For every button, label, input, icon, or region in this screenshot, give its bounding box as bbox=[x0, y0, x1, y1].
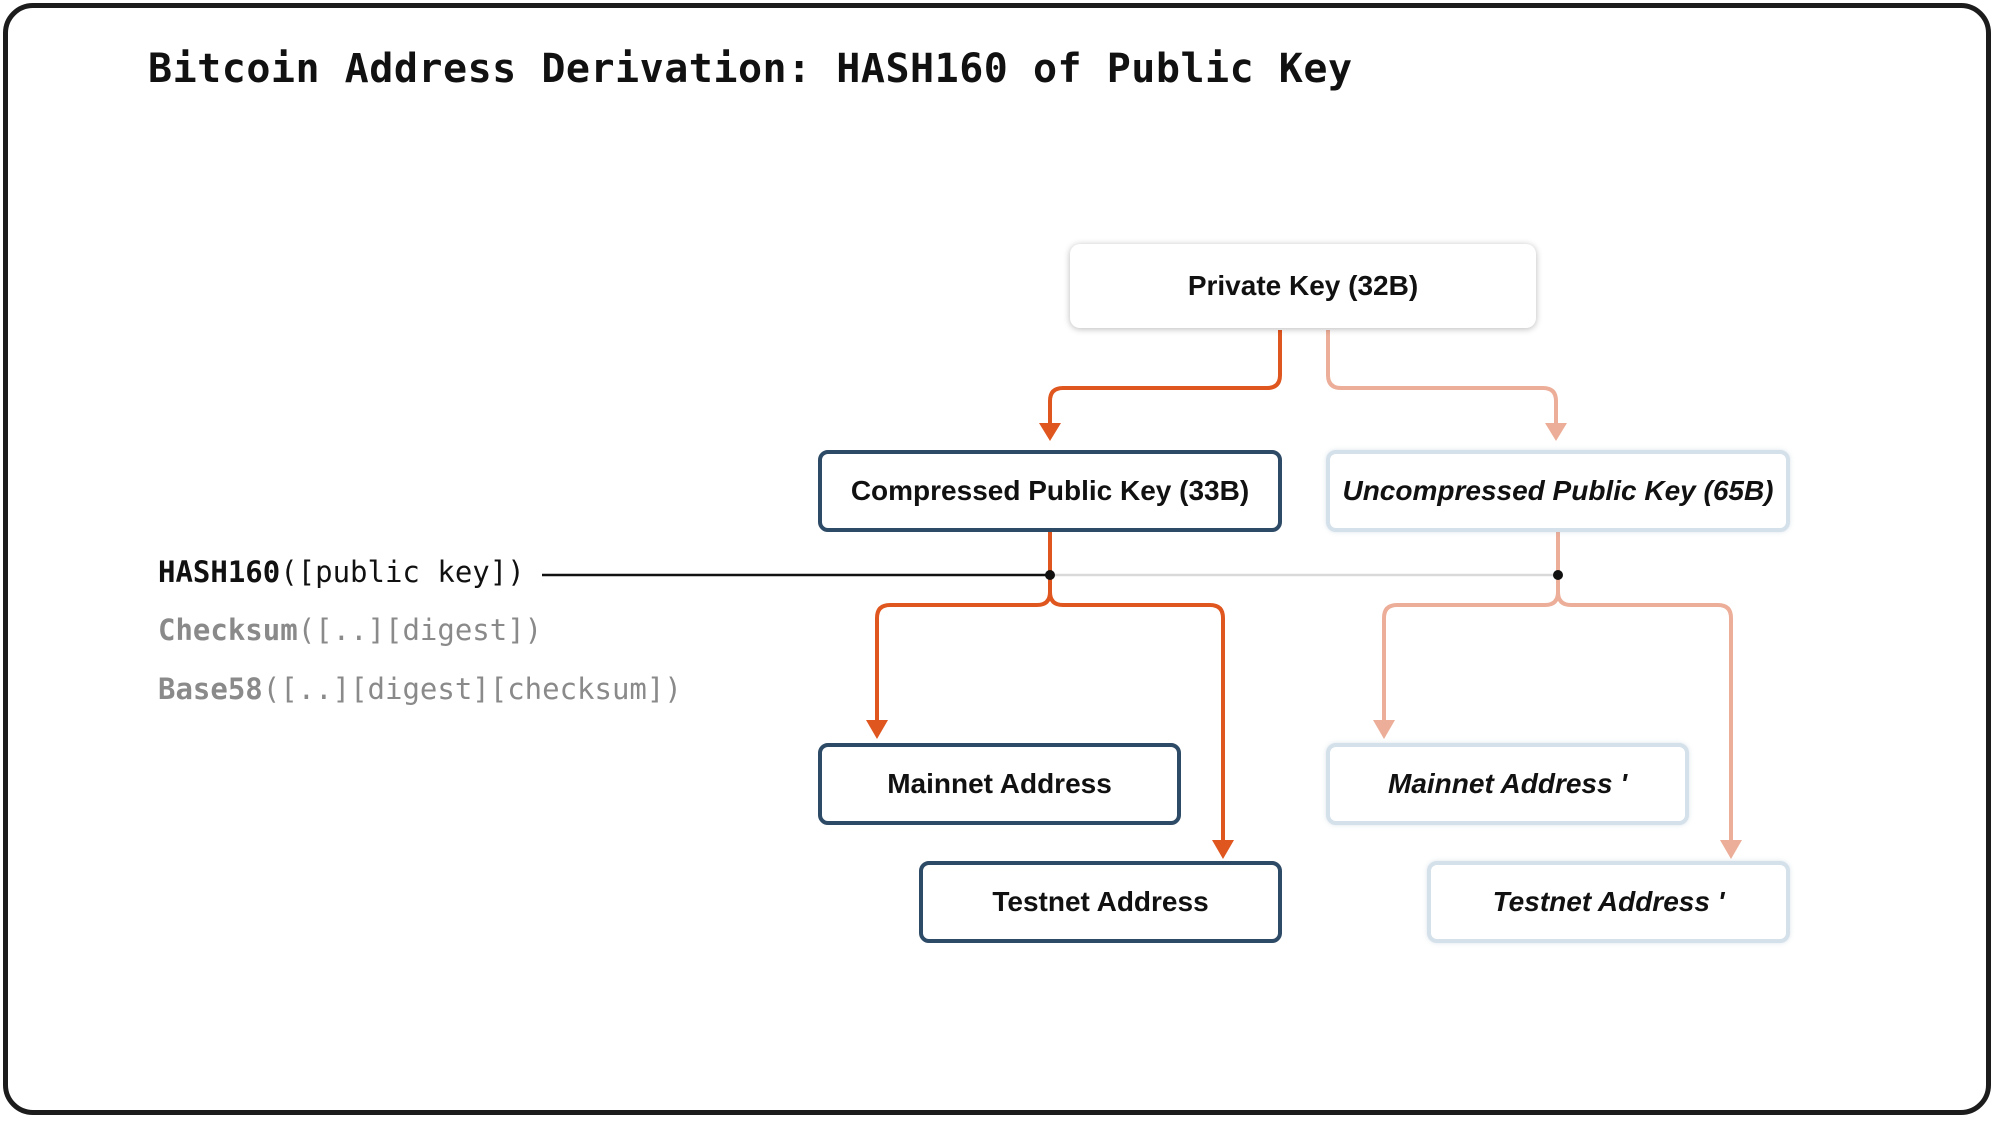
edge-hash-to-testnet-prime bbox=[1556, 575, 1733, 840]
node-mainnet-address-prime: Mainnet Address ' bbox=[1326, 743, 1689, 825]
arrowhead-mainnet bbox=[866, 720, 888, 739]
step-base58-fn: Base58 bbox=[158, 672, 263, 706]
step-base58: Base58([..][digest][checksum]) bbox=[158, 672, 682, 706]
arrowhead-mainnet-prime bbox=[1373, 720, 1395, 739]
node-testnet-address: Testnet Address bbox=[919, 861, 1282, 943]
edge-private-to-uncompressed bbox=[1326, 330, 1558, 423]
arrowhead-testnet bbox=[1212, 840, 1234, 859]
hash-junction-dot-compressed bbox=[1045, 570, 1055, 580]
step-hash160: HASH160([public key]) bbox=[158, 555, 525, 589]
step-checksum: Checksum([..][digest]) bbox=[158, 613, 542, 647]
arrowhead-testnet-prime bbox=[1720, 840, 1742, 859]
step-checksum-args: ([..][digest]) bbox=[297, 613, 543, 647]
node-private-key: Private Key (32B) bbox=[1070, 244, 1536, 328]
step-checksum-fn: Checksum bbox=[158, 613, 298, 647]
node-testnet-address-prime: Testnet Address ' bbox=[1427, 861, 1790, 943]
node-uncompressed-public-key: Uncompressed Public Key (65B) bbox=[1326, 450, 1790, 532]
arrowhead-compressed bbox=[1039, 423, 1061, 441]
arrowhead-uncompressed bbox=[1545, 423, 1567, 441]
edge-hash-to-mainnet-prime bbox=[1382, 575, 1560, 720]
step-base58-args: ([..][digest][checksum]) bbox=[262, 672, 682, 706]
step-hash160-args: ([public key]) bbox=[280, 555, 525, 589]
edge-private-to-compressed bbox=[1048, 330, 1282, 423]
hash-junction-dot-uncompressed bbox=[1553, 570, 1563, 580]
step-hash160-fn: HASH160 bbox=[158, 555, 281, 589]
edge-hash-to-mainnet bbox=[875, 575, 1052, 720]
node-compressed-public-key: Compressed Public Key (33B) bbox=[818, 450, 1282, 532]
edge-hash-to-testnet bbox=[1048, 575, 1225, 840]
node-mainnet-address: Mainnet Address bbox=[818, 743, 1181, 825]
diagram-title: Bitcoin Address Derivation: HASH160 of P… bbox=[148, 46, 1353, 92]
